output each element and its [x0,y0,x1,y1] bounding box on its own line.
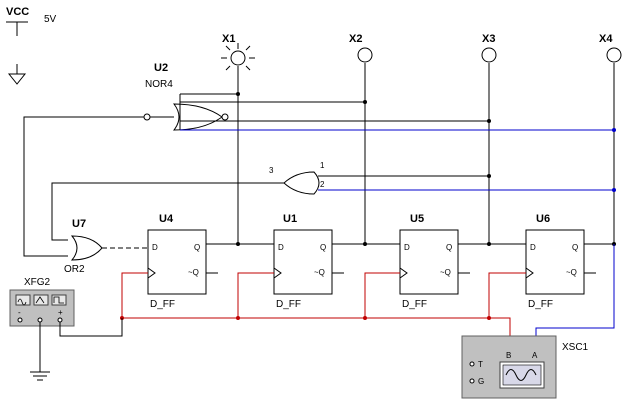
fgen-ref: XFG2 [24,277,51,288]
or-gate-type: OR2 [64,264,85,275]
dff-u5-pin-qn: ~Q [440,268,451,277]
dff-u5-pin-d: D [404,243,410,252]
dff-u1-pin-d: D [278,243,284,252]
dff-u5-body [399,229,459,295]
dff-u6[interactable]: U6 D Q ~Q D_FF [525,213,585,310]
or-gate-u7[interactable]: U7 OR2 [64,218,148,275]
dff-u5-pin-q: Q [446,243,452,252]
dff-u5-type: D_FF [402,299,427,310]
probe-x2-lamp [357,47,373,63]
dff-u4-body [147,229,207,295]
probe-x1-rays [221,43,255,73]
xor-pin-out: 3 [269,166,274,175]
probe-x1[interactable]: X1 [221,33,255,73]
oscilloscope-xsc1[interactable]: XSC1 B A T G [461,335,589,399]
nor-gate-type: NOR4 [145,79,173,90]
dff-u4-pin-q: Q [194,243,200,252]
vcc-source[interactable]: VCC 5V [6,6,57,36]
dff-u4-pin-qn: ~Q [188,268,199,277]
probe-x3-label: X3 [482,33,495,45]
fgen-ground-symbol [30,371,50,381]
nor-gate-u2[interactable]: U2 NOR4 [145,62,614,131]
dff-u6-pin-qn: ~Q [566,268,577,277]
dff-u1[interactable]: U1 D Q ~Q D_FF [273,213,333,310]
fgen-output-wire [59,318,123,337]
probe-x1-label: X1 [222,33,235,45]
dff-u4[interactable]: U4 D Q ~Q D_FF [147,213,207,310]
xor-gate-body [283,171,320,195]
vcc-value: 5V [44,14,57,25]
probe-x4[interactable]: X4 [599,33,622,63]
nor-gate-body [172,103,223,131]
nor-gate-bubble [221,113,229,121]
scope-pin-b: B [506,351,511,360]
fgen-pin-plus: + [58,308,63,317]
dff-u1-type: D_FF [276,299,301,310]
xor-pin-b: 2 [320,180,325,189]
or-gate-body [70,235,103,261]
probe-x1-lamp [230,50,246,66]
probe-x4-label: X4 [599,33,613,45]
scope-ref: XSC1 [562,342,589,353]
probe-x2-label: X2 [349,33,362,45]
dff-u1-ref: U1 [283,213,297,225]
dff-u4-ref: U4 [159,213,174,225]
junction-dots [236,92,616,246]
dff-u6-ref: U6 [536,213,550,225]
dff-u1-pin-q: Q [320,243,326,252]
vcc-label: VCC [6,6,29,18]
dff-u1-body [273,229,333,295]
scope-pin-a: A [532,351,538,360]
nor-output-bubble [143,113,151,121]
dff-u6-pin-q: Q [572,243,578,252]
dff-u4-type: D_FF [150,299,175,310]
function-generator-xfg2[interactable]: XFG2 - + [9,277,75,327]
dff-u6-pin-d: D [530,243,536,252]
probe-x3-lamp [481,47,497,63]
scope-pin-g: G [478,377,484,386]
xor-output-wire [51,182,284,241]
scope-pin-t: T [478,360,483,369]
fgen-triangle-icon [33,294,49,306]
nor-gate-ref: U2 [154,62,168,74]
xor-gate[interactable]: 3 1 2 [269,161,614,195]
clock-bus [120,272,526,346]
dff-u6-type: D_FF [528,299,553,310]
dff-u6-body [525,229,585,295]
dff-u5[interactable]: U5 D Q ~Q D_FF [399,213,459,310]
or-gate-ref: U7 [72,218,86,230]
probe-x3[interactable]: X3 [481,33,497,63]
xor-pin-a: 1 [320,161,325,170]
fgen-pin-minus: - [18,308,21,317]
dff-u4-pin-d: D [152,243,158,252]
fgen-sine-icon [15,294,31,306]
ground-symbol[interactable] [7,64,27,85]
dff-u5-ref: U5 [410,213,424,225]
dff-u1-pin-qn: ~Q [314,268,325,277]
scope-waveform-icon [505,369,537,381]
probe-x4-lamp [606,47,622,63]
probe-x2[interactable]: X2 [349,33,373,63]
nor-output-wire [23,116,148,257]
